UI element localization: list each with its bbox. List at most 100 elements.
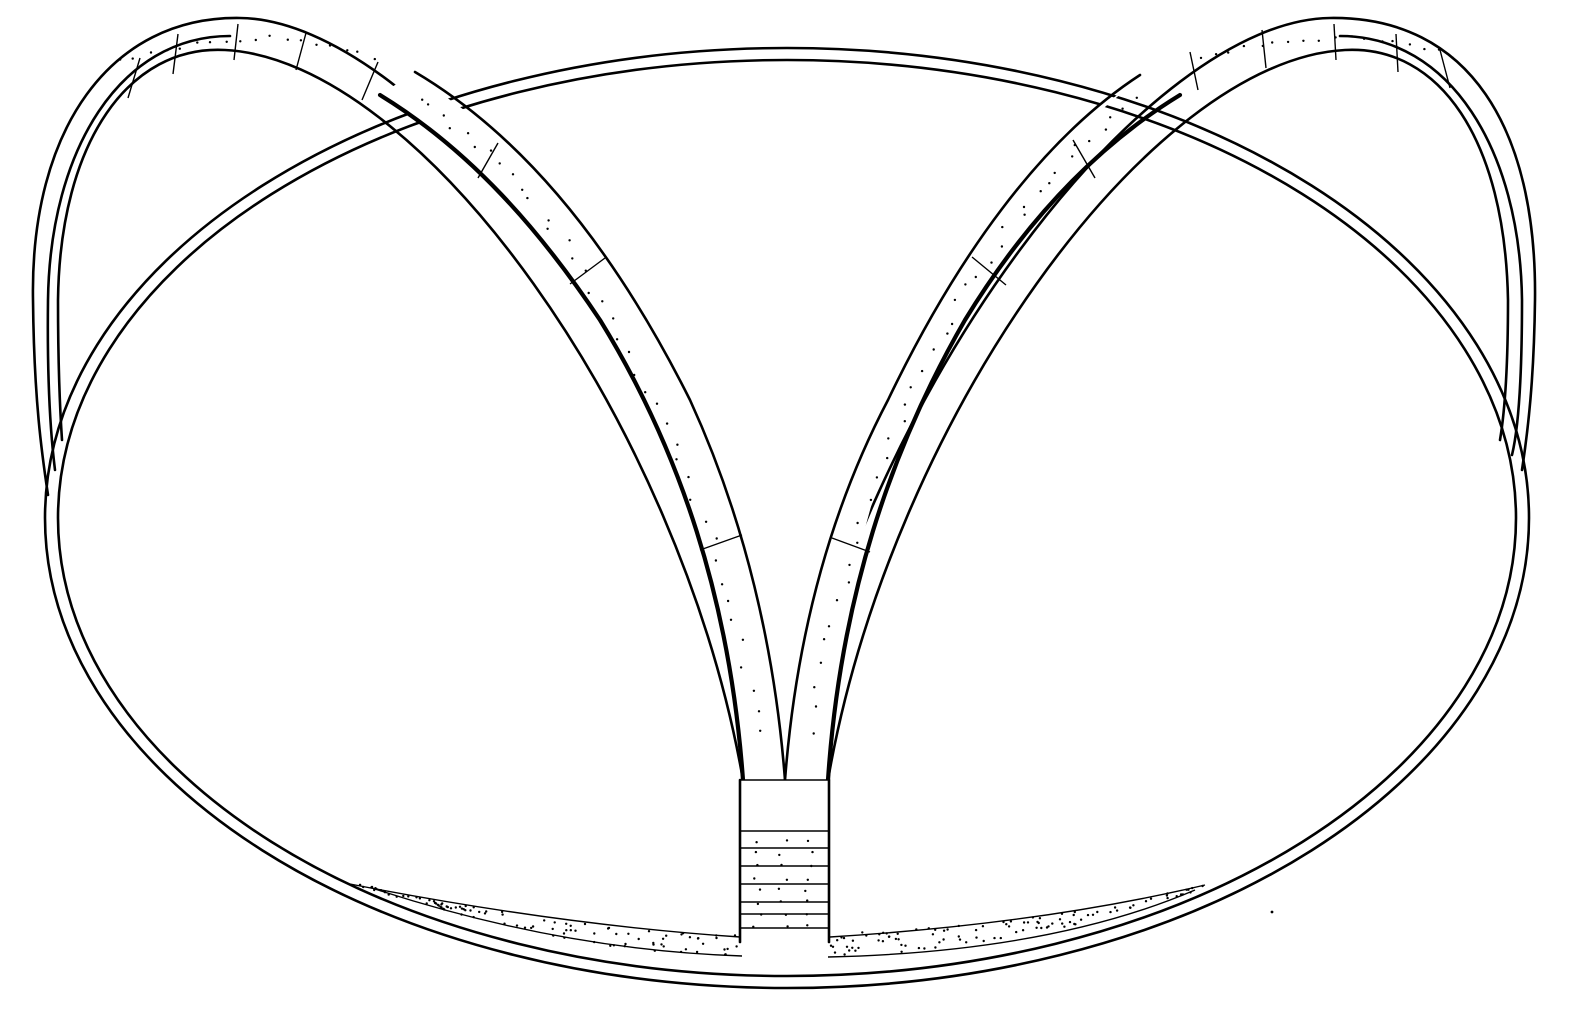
stipple-dot [807, 879, 809, 881]
stipple-dot [778, 854, 780, 856]
stipple-dot [568, 239, 570, 241]
stipple-dot [1243, 45, 1245, 47]
stipple-dot [959, 938, 961, 940]
stipple-dot [628, 351, 630, 353]
stipple-dot [938, 941, 940, 943]
stipple-dot [990, 261, 992, 263]
stipple-dot [546, 228, 548, 230]
stipple-dot [759, 730, 761, 732]
stipple-dot [656, 403, 658, 405]
stipple-dot [132, 57, 134, 59]
stipple-dot [1191, 887, 1193, 889]
stipple-dot [958, 935, 960, 937]
stipple-dot [965, 941, 967, 943]
stipple-dot [932, 933, 934, 935]
stipple-dot [356, 51, 358, 53]
stipple-dot [946, 928, 948, 930]
stipple-dot [362, 886, 364, 888]
stipple-dot [886, 932, 888, 934]
stipple-dot [760, 913, 762, 915]
stipple-dot [975, 276, 977, 278]
stipple-dot [1105, 128, 1107, 130]
stipple-dot [975, 929, 977, 931]
stipple-dot [1008, 925, 1010, 927]
stipple-dot [239, 40, 241, 42]
stipple-dot [585, 270, 587, 272]
stipple-dot [1048, 182, 1050, 184]
stipple-dot [473, 906, 475, 908]
stipple-dot [1176, 895, 1178, 897]
stipple-dot [675, 458, 677, 460]
stipple-dot [723, 948, 725, 950]
stipple-dot [570, 925, 572, 927]
stipple-dot [1054, 172, 1056, 174]
stipple-dot [954, 299, 956, 301]
stipple-dot [1061, 913, 1063, 915]
stipple-dot [179, 48, 181, 50]
stipple-dot [663, 945, 665, 947]
stipple-dot [570, 929, 572, 931]
stipple-dot [1001, 226, 1003, 228]
stipple-dot [806, 899, 808, 901]
stipple-dot [951, 323, 953, 325]
stipple-dot [648, 930, 650, 932]
stipple-dot [915, 928, 917, 930]
stipple-dot [426, 902, 428, 904]
stipple-dot [554, 921, 556, 923]
stipple-dot [521, 189, 523, 191]
stipple-dot [943, 930, 945, 932]
right-loop-seams [1190, 24, 1450, 90]
stipple-dot [778, 888, 780, 890]
stipple-dot [934, 929, 936, 931]
stipple-dot [1069, 921, 1071, 923]
stipple-dot [419, 897, 421, 899]
stipple-dot [1116, 909, 1118, 911]
stipple-dot [928, 927, 930, 929]
stipple-dot [810, 865, 812, 867]
stipple-dot [1015, 931, 1017, 933]
stipple-dot [828, 625, 830, 627]
stipple-dot [226, 41, 228, 43]
stipple-dot [380, 889, 382, 891]
stipple-dot [329, 44, 331, 46]
stipple-dot [1187, 889, 1189, 891]
stipple-dot [807, 840, 809, 842]
stipple-dot [843, 953, 845, 955]
stipple-dot [1027, 921, 1029, 923]
stipple-dot [1381, 40, 1383, 42]
stipple-dot [715, 937, 717, 939]
stipple-dot [806, 913, 808, 915]
stipple-dot [516, 924, 518, 926]
stipple-dot [852, 940, 854, 942]
stipple-dot [1023, 206, 1025, 208]
stipple-dot [287, 39, 289, 41]
stipple-dot [946, 332, 948, 334]
stipple-dot [1001, 245, 1003, 247]
stipple-dot [780, 864, 782, 866]
left-arm [380, 72, 785, 780]
stipple-dot [662, 938, 664, 940]
stipple-dot [680, 951, 682, 953]
stipple-dot [1040, 190, 1042, 192]
stipple-dot [1438, 48, 1440, 50]
stipple-dot [624, 945, 626, 947]
stipple-dot [861, 931, 863, 933]
stipple-dot [715, 559, 717, 561]
stipple-dot [848, 949, 850, 951]
stipple-dot [735, 945, 737, 947]
stipple-dot [1302, 40, 1304, 42]
stipple-dot [820, 662, 822, 664]
stipple-dot [460, 913, 462, 915]
stipple-dot [449, 127, 451, 129]
stipple-dot [1002, 921, 1004, 923]
stipple-dot [865, 934, 867, 936]
stipple-dot [846, 946, 848, 948]
stipple-dot [1145, 900, 1147, 902]
stipple-dot [856, 542, 858, 544]
stipple-dot [1096, 911, 1098, 913]
stipple-dot [402, 895, 404, 897]
stipple-dot [753, 877, 755, 879]
stipple-dot [1109, 911, 1111, 913]
stipple-dot [848, 564, 850, 566]
stipple-dot [1039, 917, 1041, 919]
